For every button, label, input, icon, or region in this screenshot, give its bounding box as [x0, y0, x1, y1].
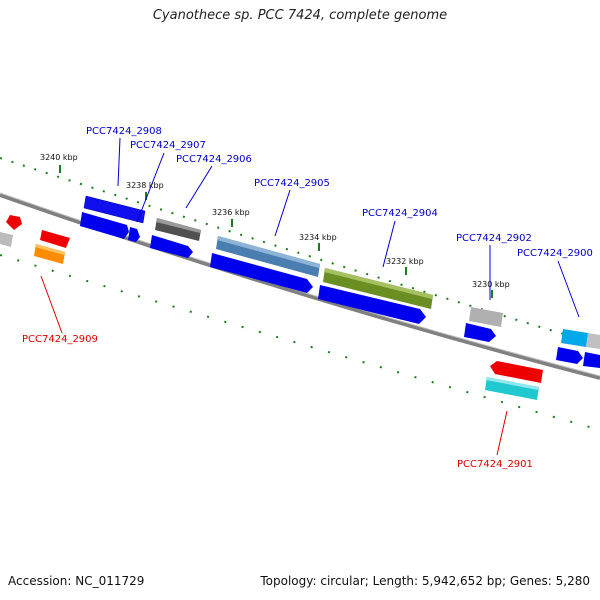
gene-label-2907[interactable]: PCC7424_2907 [130, 140, 206, 151]
gene-pcc7424-2901[interactable] [485, 377, 539, 400]
gene-label-2909[interactable]: PCC7424_2909 [22, 334, 98, 345]
tick-label-3236: 3236 kbp [212, 208, 250, 217]
gene-arrow-2902[interactable] [464, 323, 496, 342]
leader-2901 [496, 410, 508, 456]
gene-label-2905[interactable]: PCC7424_2905 [254, 178, 330, 189]
gene-pcc7424-2908[interactable] [83, 195, 146, 224]
leader-2907 [136, 152, 165, 223]
gene-arrow-2906[interactable] [150, 235, 193, 258]
gene-label-2904[interactable]: PCC7424_2904 [362, 208, 438, 219]
leader-2909 [40, 275, 63, 334]
gene-arrow-2907[interactable] [128, 227, 140, 242]
gene-small-red-a[interactable] [6, 215, 22, 230]
gene-pcc7424-2902-hypothetical[interactable] [469, 307, 503, 327]
gene-arrow-2908[interactable] [80, 212, 129, 239]
gene-pcc7424-2909[interactable] [34, 244, 65, 264]
leader-2906 [185, 165, 213, 209]
genome-summary-text: Topology: circular; Length: 5,942,652 bp… [260, 574, 590, 588]
tick-label-3238: 3238 kbp [126, 181, 164, 190]
gene-arrow-2900[interactable] [556, 347, 583, 364]
tick-label-3230: 3230 kbp [472, 280, 510, 289]
leader-2904 [382, 220, 396, 268]
leader-2905 [274, 189, 291, 237]
leader-2900 [557, 260, 580, 318]
gene-label-2906[interactable]: PCC7424_2906 [176, 154, 252, 165]
tick-label-3240: 3240 kbp [40, 153, 78, 162]
gene-label-2901[interactable]: PCC7424_2901 [457, 459, 533, 470]
tick-label-3232: 3232 kbp [386, 257, 424, 266]
gene-pcc7424-2901-red[interactable] [490, 361, 543, 383]
gene-pcc7424-2909-upper[interactable] [40, 230, 70, 248]
gene-arrow-2904[interactable] [318, 285, 426, 324]
accession-text: Accession: NC_011729 [8, 574, 145, 588]
gene-label-2902[interactable]: PCC7424_2902 [456, 233, 532, 244]
leader-2908 [117, 137, 121, 187]
gene-label-2900[interactable]: PCC7424_2900 [517, 248, 593, 259]
tick-label-3234: 3234 kbp [299, 233, 337, 242]
gene-arrow-2905[interactable] [210, 253, 313, 293]
map-title: Cyanothece sp. PCC 7424, complete genome [152, 8, 448, 23]
gene-pcc7424-2900[interactable] [561, 329, 588, 347]
gene-label-2908[interactable]: PCC7424_2908 [86, 126, 162, 137]
